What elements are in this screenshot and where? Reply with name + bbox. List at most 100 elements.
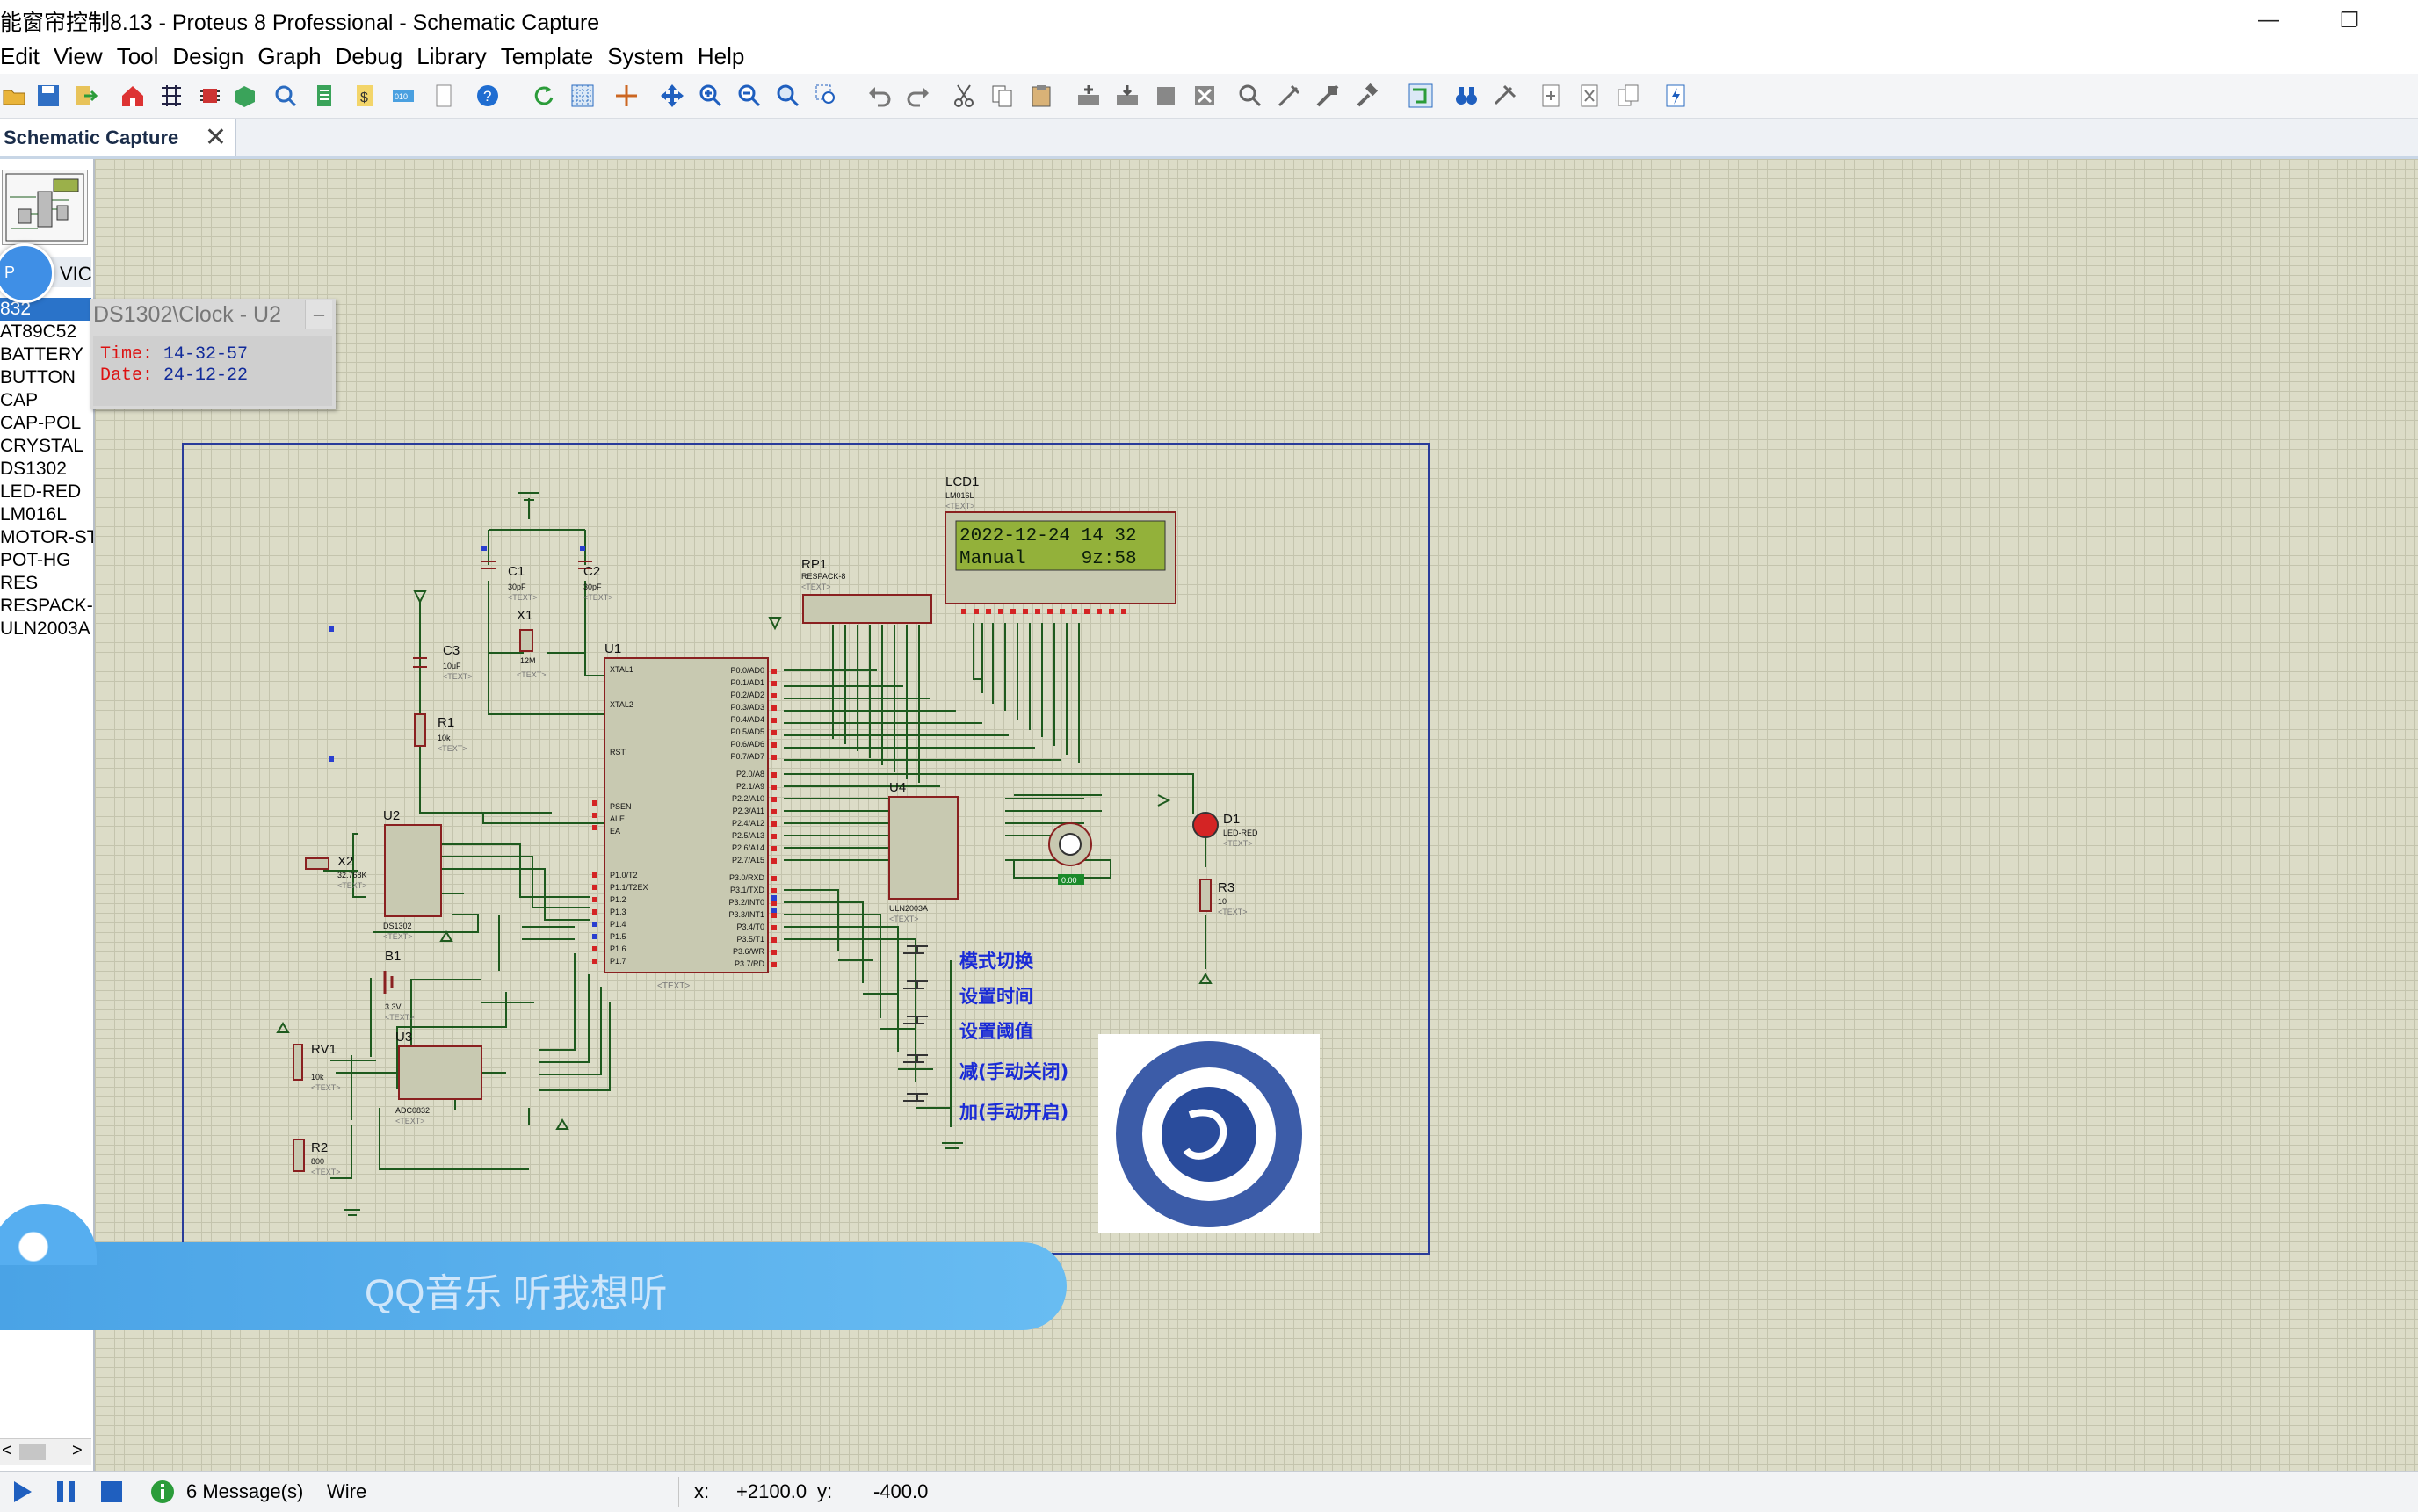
paste-button[interactable] bbox=[1026, 81, 1056, 111]
device-item[interactable]: CRYSTAL bbox=[0, 436, 83, 456]
cut-button[interactable] bbox=[949, 81, 979, 111]
exit-parent-button[interactable] bbox=[1613, 81, 1643, 111]
menu-design[interactable]: Design bbox=[172, 43, 244, 69]
b1-symbol[interactable] bbox=[383, 971, 394, 994]
menu-library[interactable]: Library bbox=[416, 43, 487, 69]
origin-button[interactable] bbox=[612, 81, 641, 111]
refresh-button[interactable] bbox=[529, 81, 559, 111]
qq-music-overlay[interactable]: QQ音乐 听我想听 bbox=[0, 1204, 1068, 1330]
ds1302-clock-popup[interactable]: DS1302\Clock - U2 – Time: 14-32-57 Date:… bbox=[90, 299, 336, 409]
menu-graph[interactable]: Graph bbox=[257, 43, 322, 69]
popup-close-button[interactable]: – bbox=[305, 300, 332, 329]
u2-body[interactable] bbox=[384, 824, 442, 917]
device-item[interactable]: BUTTON bbox=[0, 367, 76, 387]
zoom-out-button[interactable] bbox=[735, 81, 764, 111]
schematic-drawing[interactable]: U1 <TEXT> XTAL1 XTAL2 RST PSEN ALE EA P1… bbox=[95, 159, 2418, 1471]
play-button[interactable] bbox=[7, 1477, 37, 1507]
wire-autorouter-button[interactable] bbox=[1406, 81, 1436, 111]
design-explorer-button[interactable] bbox=[1661, 81, 1690, 111]
cost-button[interactable]: $ bbox=[350, 81, 380, 111]
c3-symbol[interactable] bbox=[413, 657, 427, 668]
device-item[interactable]: RESPACK- bbox=[0, 596, 93, 616]
home-button[interactable] bbox=[118, 81, 148, 111]
minimize-button[interactable]: — bbox=[2242, 4, 2295, 37]
pick-device-float-button[interactable]: P bbox=[0, 243, 54, 303]
r1-symbol[interactable] bbox=[414, 713, 426, 747]
device-item[interactable]: ULN2003A bbox=[0, 619, 90, 639]
restore-button[interactable]: ❐ bbox=[2323, 4, 2376, 37]
menu-debug[interactable]: Debug bbox=[335, 43, 403, 69]
menu-edit[interactable]: Edit bbox=[0, 43, 40, 69]
u4-body[interactable] bbox=[888, 796, 959, 900]
zoom-in-button[interactable] bbox=[696, 81, 726, 111]
schematic-button[interactable] bbox=[156, 81, 186, 111]
messages-button[interactable] bbox=[148, 1477, 177, 1507]
zoom-all-button[interactable] bbox=[773, 81, 803, 111]
notes-button[interactable] bbox=[429, 81, 459, 111]
device-item[interactable]: CAP bbox=[0, 390, 39, 410]
menu-template[interactable]: Template bbox=[500, 43, 594, 69]
close-icon[interactable]: ✕ bbox=[204, 123, 227, 152]
search-tag-button[interactable] bbox=[1452, 81, 1481, 111]
r3-symbol[interactable] bbox=[1199, 879, 1212, 912]
rv1-symbol[interactable] bbox=[293, 1044, 303, 1081]
packaging-button[interactable] bbox=[1313, 81, 1343, 111]
open-button[interactable] bbox=[0, 81, 30, 111]
r2-symbol[interactable] bbox=[293, 1139, 305, 1172]
zoom-area-button[interactable] bbox=[812, 81, 842, 111]
x2-symbol[interactable] bbox=[305, 857, 329, 870]
scroll-thumb[interactable] bbox=[19, 1444, 46, 1460]
remove-sheet-button[interactable] bbox=[1575, 81, 1604, 111]
u1-body[interactable] bbox=[604, 657, 769, 973]
menu-system[interactable]: System bbox=[607, 43, 684, 69]
pause-button[interactable] bbox=[51, 1477, 81, 1507]
block-rotate-button[interactable] bbox=[1151, 81, 1181, 111]
bom-button[interactable] bbox=[309, 81, 339, 111]
device-item[interactable]: RES bbox=[0, 573, 39, 593]
block-copy-button[interactable] bbox=[1074, 81, 1104, 111]
scroll-left-icon[interactable]: < bbox=[2, 1441, 12, 1460]
x1-symbol[interactable] bbox=[519, 629, 533, 652]
device-item[interactable]: BATTERY bbox=[0, 344, 83, 365]
property-tool-button[interactable] bbox=[1490, 81, 1520, 111]
menu-help[interactable]: Help bbox=[697, 43, 745, 69]
pick-device-button[interactable] bbox=[1235, 81, 1265, 111]
device-item[interactable]: DS1302 bbox=[0, 459, 67, 479]
device-list-scrollbar[interactable]: < > bbox=[0, 1438, 91, 1465]
overview-preview[interactable] bbox=[2, 170, 88, 245]
grid-toggle-button[interactable] bbox=[568, 81, 597, 111]
qq-music-bar[interactable] bbox=[0, 1242, 1067, 1330]
device-item[interactable]: AT89C52 bbox=[0, 322, 77, 342]
device-item[interactable]: LED-RED bbox=[0, 481, 82, 502]
menu-tool[interactable]: Tool bbox=[116, 43, 159, 69]
block-delete-button[interactable] bbox=[1190, 81, 1220, 111]
u3-body[interactable] bbox=[398, 1045, 482, 1100]
tab-schematic-capture[interactable]: Schematic Capture ✕ bbox=[0, 119, 236, 156]
device-item[interactable]: POT-HG bbox=[0, 550, 71, 570]
menu-view[interactable]: View bbox=[53, 43, 103, 69]
copy-button[interactable] bbox=[988, 81, 1017, 111]
new-sheet-button[interactable] bbox=[1536, 81, 1566, 111]
messages-count[interactable]: 6 Message(s) bbox=[186, 1480, 304, 1502]
undo-button[interactable] bbox=[865, 81, 894, 111]
3d-button[interactable] bbox=[230, 81, 260, 111]
c2-symbol[interactable] bbox=[578, 561, 592, 569]
device-item[interactable]: LM016L bbox=[0, 504, 67, 524]
device-item[interactable]: 832 bbox=[0, 298, 91, 321]
decompose-button[interactable] bbox=[1351, 81, 1381, 111]
d1-led[interactable] bbox=[1192, 812, 1219, 838]
c1-symbol[interactable] bbox=[481, 561, 496, 569]
gerber-button[interactable] bbox=[271, 81, 300, 111]
device-item[interactable]: MOTOR-ST bbox=[0, 527, 95, 547]
save-button[interactable] bbox=[33, 81, 63, 111]
device-item[interactable]: CAP-POL bbox=[0, 413, 82, 433]
scroll-right-icon[interactable]: > bbox=[72, 1441, 83, 1460]
stop-button[interactable] bbox=[97, 1477, 127, 1507]
pan-button[interactable] bbox=[657, 81, 687, 111]
help-button[interactable]: ? bbox=[473, 81, 503, 111]
redo-button[interactable] bbox=[903, 81, 933, 111]
rp1-body[interactable] bbox=[802, 594, 932, 624]
import-button[interactable] bbox=[70, 81, 100, 111]
block-move-button[interactable] bbox=[1112, 81, 1142, 111]
pcb-button[interactable] bbox=[195, 81, 225, 111]
